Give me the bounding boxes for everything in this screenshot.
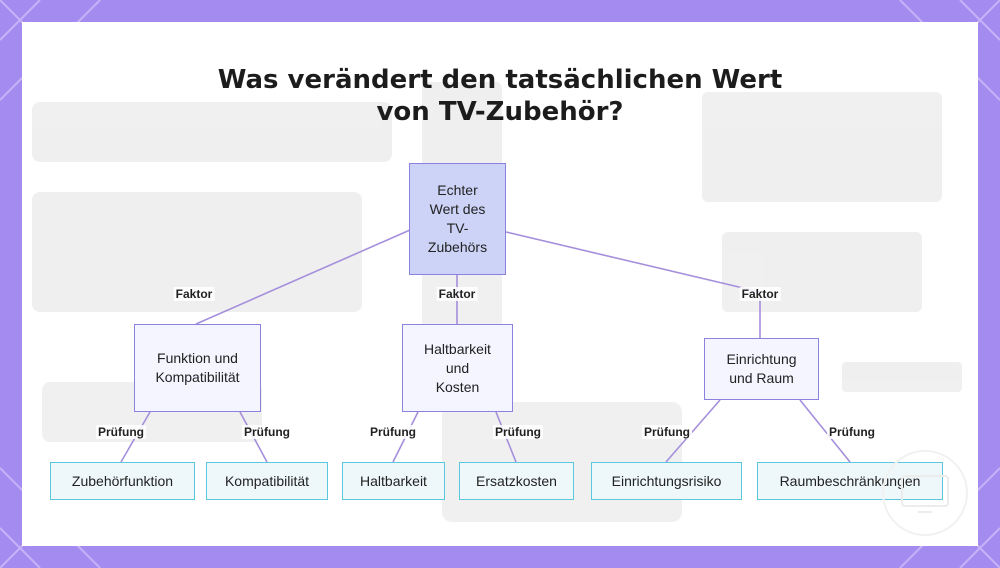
diagram-title-line-1: Was verändert den tatsächlichen Wert [217, 65, 783, 95]
diagram-title-line-2: von TV-Zubehör? [376, 97, 624, 127]
edge-root-factor-3 [505, 231, 761, 293]
check-node-zubehoerfunktion: Zubehörfunktion [50, 462, 195, 500]
edge-label-factor-3: Faktor [739, 287, 781, 301]
edge-label-check-6: Prüfung [827, 425, 877, 439]
check-node-kompatibilitaet: Kompatibilität [206, 462, 328, 500]
edge-label-check-5: Prüfung [642, 425, 692, 439]
check-node-raumbeschraenkungen: Raumbeschränkungen [757, 462, 943, 500]
edge-label-check-4: Prüfung [493, 425, 543, 439]
edge-label-factor-1: Faktor [173, 287, 215, 301]
factor-node-2: Haltbarkeit und Kosten [402, 324, 513, 412]
edge-label-check-2: Prüfung [242, 425, 292, 439]
edge-root-factor-1 [195, 229, 411, 325]
check-node-ersatzkosten: Ersatzkosten [459, 462, 574, 500]
factor-node-1: Funktion und Kompatibilität [134, 324, 261, 412]
edge-factor-3-check-1 [665, 399, 721, 463]
edge-label-check-3: Prüfung [368, 425, 418, 439]
edge-label-check-1: Prüfung [96, 425, 146, 439]
factor-node-3: Einrichtung und Raum [704, 338, 819, 400]
edge-label-factor-2: Faktor [436, 287, 478, 301]
root-node: Echter Wert des TV- Zubehörs [409, 163, 506, 275]
check-node-einrichtungsrisiko: Einrichtungsrisiko [591, 462, 742, 500]
tv-watermark-icon [882, 450, 968, 536]
check-node-haltbarkeit: Haltbarkeit [342, 462, 445, 500]
edge-factor-3-check-2 [799, 399, 851, 463]
